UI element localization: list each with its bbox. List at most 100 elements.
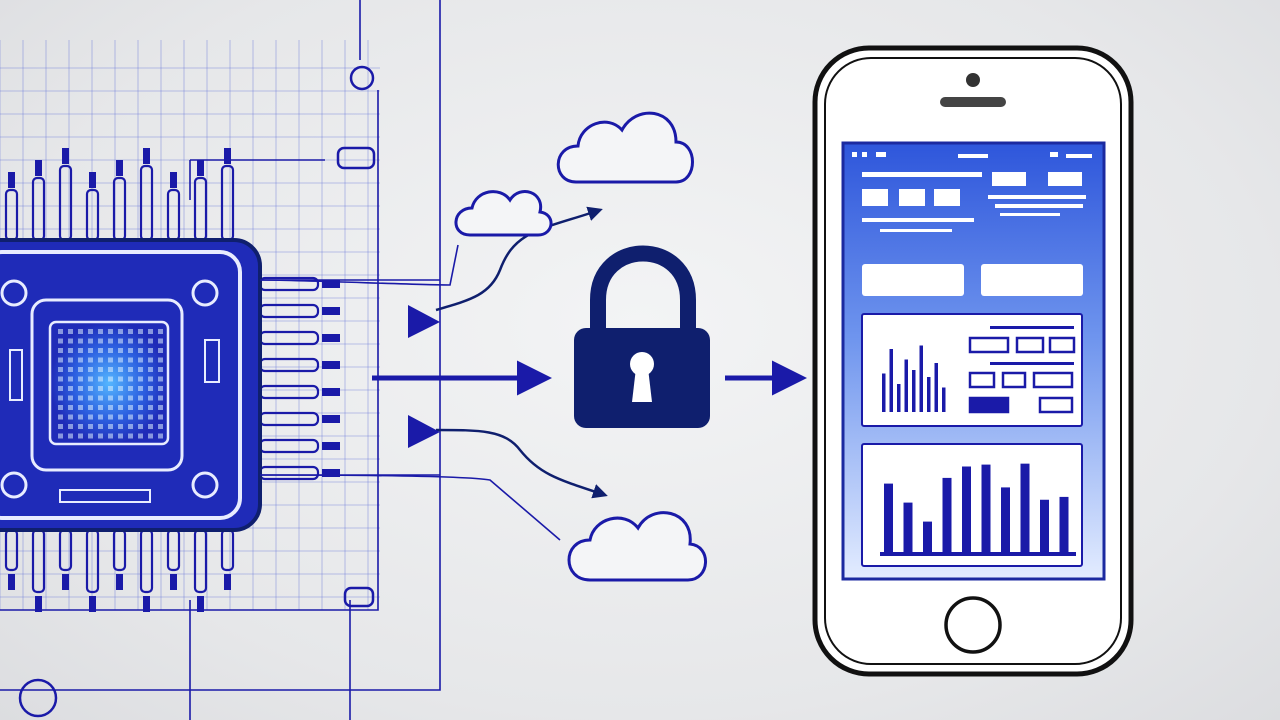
bar-chart-bar	[981, 464, 991, 552]
waveform-bar	[919, 345, 923, 412]
core-cell	[88, 386, 93, 391]
waveform-chart	[882, 345, 946, 412]
bar-chart-bar	[903, 502, 913, 552]
analytics-panel	[861, 313, 1083, 427]
chip-pin	[166, 528, 181, 572]
board-capacitor	[336, 146, 376, 170]
core-cell	[118, 348, 123, 353]
core-cell	[108, 367, 113, 372]
core-cell	[128, 424, 133, 429]
core-cell	[128, 395, 133, 401]
core-cell	[98, 376, 103, 382]
core-cell	[68, 348, 73, 353]
chip-pin-head	[62, 148, 69, 164]
core-cell	[158, 424, 163, 429]
core-cell	[78, 424, 83, 429]
core-cell	[138, 424, 143, 429]
core-cell	[128, 405, 133, 410]
core-cell	[128, 386, 133, 391]
smartphone-icon	[812, 45, 1134, 677]
chip-core-matrix	[58, 329, 163, 439]
core-cell	[108, 386, 113, 391]
core-cell	[88, 348, 93, 353]
core-cell	[158, 405, 163, 410]
core-cell	[128, 414, 133, 420]
core-cell	[128, 357, 133, 363]
core-cell	[88, 367, 93, 372]
core-cell	[98, 386, 103, 391]
circuit-board	[0, 0, 441, 720]
core-cell	[98, 405, 103, 410]
circuit-traces	[0, 0, 441, 720]
core-cell	[148, 329, 153, 334]
chip-pin	[258, 303, 320, 319]
core-cell	[148, 338, 153, 344]
core-cell	[108, 405, 113, 410]
chip-pin-lead	[322, 334, 340, 342]
chip-pin-lead	[322, 442, 340, 450]
board-mount-hole	[349, 65, 375, 91]
core-cell	[88, 338, 93, 344]
chip-pin-foot	[35, 596, 42, 612]
core-cell	[118, 338, 123, 344]
chip-pin-lead	[322, 361, 340, 369]
core-cell	[68, 338, 73, 344]
chip-pin	[258, 438, 320, 454]
signal-triangle-icon	[408, 305, 440, 338]
core-cell	[128, 338, 133, 344]
chip-pin-head	[143, 148, 150, 164]
core-cell	[78, 348, 83, 353]
chip-pin-head	[35, 160, 42, 176]
home-button[interactable]	[944, 596, 1002, 654]
core-cell	[78, 386, 83, 391]
chip-pin-head	[170, 172, 177, 188]
chip-pin-foot	[224, 574, 231, 590]
core-cell	[118, 376, 123, 382]
waveform-bar	[882, 373, 886, 412]
chip-pin-head	[197, 160, 204, 176]
core-cell	[68, 357, 73, 363]
chip-pin-lead	[322, 415, 340, 423]
core-cell	[68, 433, 73, 439]
core-cell	[118, 329, 123, 334]
arrow-down-cloud-icon	[435, 428, 608, 499]
waveform-bar	[942, 387, 946, 412]
core-cell	[108, 433, 113, 439]
chip-pin	[193, 176, 208, 242]
screen-card-left[interactable]	[862, 264, 964, 296]
cloud-icon	[556, 111, 694, 184]
core-cell	[88, 357, 93, 363]
core-cell	[128, 348, 133, 353]
core-cell	[148, 414, 153, 420]
core-cell	[58, 433, 63, 439]
core-cell	[88, 414, 93, 420]
padlock-icon	[574, 245, 710, 428]
core-cell	[118, 414, 123, 420]
core-cell	[78, 395, 83, 401]
chip-pin-head	[89, 172, 96, 188]
core-cell	[78, 433, 83, 439]
screen-card-right[interactable]	[981, 264, 1083, 296]
bar-chart-bar	[942, 477, 952, 552]
core-cell	[138, 367, 143, 372]
data-flow	[259, 206, 807, 541]
core-cell	[138, 405, 143, 410]
waveform-bar	[927, 377, 931, 412]
core-cell	[78, 414, 83, 420]
core-cell	[148, 348, 153, 353]
chip-pin-foot	[197, 596, 204, 612]
core-cell	[138, 433, 143, 439]
core-cell	[158, 386, 163, 391]
chip-pin	[4, 188, 19, 242]
core-cell	[58, 338, 63, 344]
bar-chart-bar	[884, 483, 893, 552]
bar-chart-bar	[1040, 499, 1049, 552]
core-cell	[78, 329, 83, 334]
chip-pin	[220, 528, 235, 572]
chip-pin	[258, 465, 320, 481]
core-cell	[148, 405, 153, 410]
core-cell	[58, 367, 63, 372]
core-cell	[128, 433, 133, 439]
chip-pin	[258, 357, 320, 373]
